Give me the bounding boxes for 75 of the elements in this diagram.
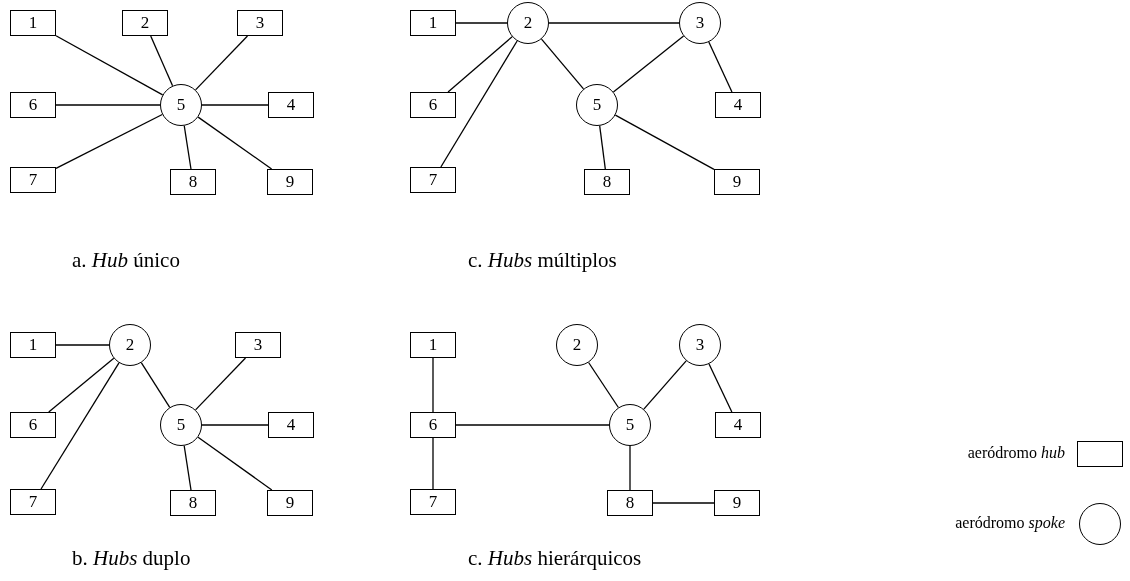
spoke-circle: 3 — [679, 2, 721, 44]
spoke-circle: 5 — [160, 404, 202, 446]
connector-line — [150, 35, 174, 87]
spoke-circle: 2 — [507, 2, 549, 44]
hub-box: 6 — [10, 412, 56, 438]
connector-line — [455, 22, 508, 24]
connector-line — [55, 104, 161, 106]
spoke-circle: 2 — [556, 324, 598, 366]
hub-box: 3 — [235, 332, 281, 358]
connector-line — [55, 344, 110, 346]
hub-box: 7 — [410, 489, 456, 515]
connector-line — [440, 40, 518, 168]
spoke-circle: 5 — [576, 84, 618, 126]
connector-line — [455, 424, 610, 426]
hub-box: 4 — [715, 412, 761, 438]
hub-box: 1 — [10, 332, 56, 358]
hub-box: 4 — [268, 412, 314, 438]
connector-line — [643, 360, 687, 410]
connector-line — [612, 35, 685, 93]
hub-box: 7 — [10, 167, 56, 193]
connector-line — [55, 35, 164, 96]
hub-box: 9 — [267, 169, 313, 195]
hub-box: 9 — [267, 490, 313, 516]
connector-line — [194, 357, 247, 411]
connector-line — [40, 362, 120, 490]
hub-box: 7 — [410, 167, 456, 193]
hub-box: 2 — [122, 10, 168, 36]
connector-line — [201, 104, 269, 106]
connector-line — [201, 424, 269, 426]
connector-line — [432, 357, 434, 413]
connector-line — [55, 113, 163, 169]
hub-box: 6 — [410, 412, 456, 438]
legend-text: aeródromo hub — [967, 444, 1065, 462]
connector-line — [599, 125, 606, 170]
connector-line — [629, 445, 631, 491]
connector-line — [183, 125, 192, 170]
connector-line — [197, 116, 273, 170]
hub-box: 1 — [410, 10, 456, 36]
connector-line — [548, 22, 680, 24]
hub-box: 3 — [237, 10, 283, 36]
panel-caption: a. Hub único — [72, 248, 180, 273]
hub-box: 8 — [170, 169, 216, 195]
connector-line — [140, 362, 171, 408]
spoke-circle: 3 — [679, 324, 721, 366]
hub-box: 8 — [607, 490, 653, 516]
connector-line — [48, 357, 115, 413]
hub-box: 6 — [410, 92, 456, 118]
hub-box: 1 — [10, 10, 56, 36]
hub-box: 8 — [170, 490, 216, 516]
hub-box: 7 — [10, 489, 56, 515]
hub-box: 4 — [268, 92, 314, 118]
connector-line — [708, 41, 733, 93]
panel-caption: c. Hubs múltiplos — [468, 248, 617, 273]
hub-box: 6 — [10, 92, 56, 118]
spoke-circle: 2 — [109, 324, 151, 366]
connector-line — [587, 361, 620, 409]
connector-line — [194, 35, 249, 91]
connector-line — [197, 436, 273, 491]
panel-caption: c. Hubs hierárquicos — [468, 546, 642, 571]
panel-caption: b. Hubs duplo — [72, 546, 191, 571]
connector-line — [447, 36, 513, 93]
hub-box: 9 — [714, 169, 760, 195]
spoke-circle: 5 — [609, 404, 651, 446]
hub-box: 1 — [410, 332, 456, 358]
hub-box: 8 — [584, 169, 630, 195]
connector-line — [652, 502, 715, 504]
spoke-circle: 5 — [160, 84, 202, 126]
connector-line — [540, 38, 585, 90]
connector-line — [432, 437, 434, 490]
legend-text: aeródromo spoke — [955, 514, 1065, 532]
connector-line — [708, 363, 733, 413]
hub-box: 9 — [714, 490, 760, 516]
connector-line — [614, 114, 715, 170]
hub-box: 4 — [715, 92, 761, 118]
connector-line — [183, 445, 192, 491]
